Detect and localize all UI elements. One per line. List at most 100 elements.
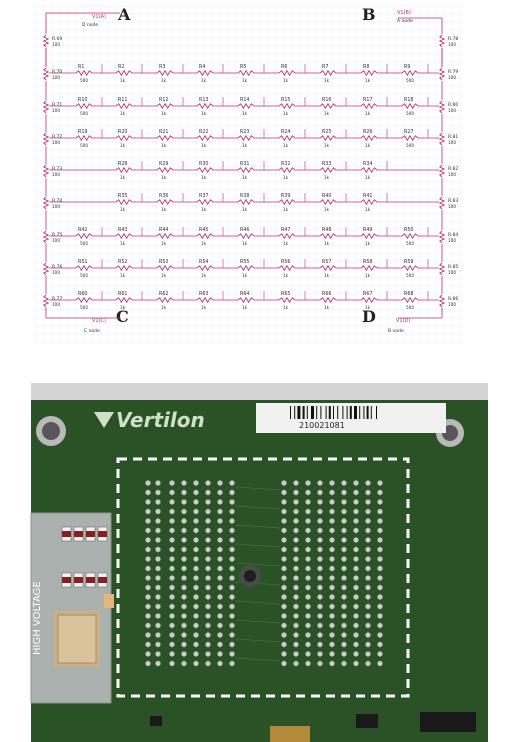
resistor-name: R1 — [78, 64, 84, 70]
pcb-trace — [235, 505, 281, 510]
resistor-name: R66 — [322, 291, 331, 297]
resistor-value: 1k — [283, 175, 289, 180]
vertilon-logo: Vertilon — [94, 408, 205, 432]
solder-pad — [145, 641, 151, 648]
solder-pad — [293, 518, 299, 524]
solder-pad — [229, 622, 235, 629]
side-resistor-name: R.82 — [448, 166, 458, 172]
solder-pad — [217, 508, 223, 515]
solder-pad — [155, 613, 161, 619]
solder-pad — [317, 565, 323, 572]
resistor-name: R58 — [363, 259, 372, 265]
net-label-b: V1(B) — [397, 10, 411, 16]
solder-pad — [341, 641, 347, 648]
resistor-value: 1k — [201, 78, 207, 83]
solder-pad — [205, 641, 211, 648]
solder-pad — [181, 660, 187, 667]
solder-pad — [377, 489, 383, 496]
resistor-value: 1k — [161, 111, 167, 116]
solder-pad — [205, 537, 211, 543]
solder-pad — [229, 613, 235, 619]
solder-pad — [145, 546, 151, 553]
resistor-name: R38 — [240, 193, 249, 199]
resistor-value: 1k — [283, 207, 289, 212]
solder-pad — [169, 508, 175, 515]
solder-pad — [293, 660, 299, 667]
solder-pad — [305, 613, 311, 619]
solder-pad — [145, 565, 151, 572]
solder-pad — [305, 594, 311, 600]
solder-pad — [145, 556, 151, 562]
resistor-value: 500 — [80, 305, 88, 310]
solder-pad — [205, 603, 211, 610]
resistor-name: R39 — [281, 193, 290, 199]
resistor-value: 1k — [120, 175, 126, 180]
solder-pad — [377, 613, 383, 619]
resistor-name: R9 — [404, 64, 410, 70]
solder-pad — [305, 603, 311, 610]
side-resistor-value: 100 — [448, 270, 456, 275]
solder-pad — [305, 480, 311, 486]
solder-pad — [205, 632, 211, 638]
resistor-value: 1k — [161, 143, 167, 148]
solder-pad — [169, 527, 175, 534]
resistor-value: 500 — [406, 143, 414, 148]
side-resistor-name: R.79 — [448, 69, 458, 75]
solder-pad — [193, 594, 199, 600]
corner-label-b: B — [362, 5, 376, 24]
side-resistor-name: R.77 — [52, 296, 62, 302]
solder-pad — [155, 594, 161, 600]
node-label-d: B node — [388, 328, 404, 334]
solder-pad — [341, 537, 347, 543]
solder-pad — [365, 480, 371, 486]
solder-pad — [365, 518, 371, 524]
resistor-value: 1k — [283, 273, 289, 278]
resistor-name: R35 — [118, 193, 127, 199]
solder-pad — [229, 537, 235, 543]
solder-pad — [305, 565, 311, 572]
solder-pad — [353, 565, 359, 572]
solder-pad — [305, 641, 311, 648]
solder-pad — [365, 603, 371, 610]
solder-pad — [365, 632, 371, 638]
resistor-r38: R38 1k — [237, 193, 265, 212]
solder-pad — [155, 584, 161, 591]
solder-pad — [353, 651, 359, 657]
pcb-trace — [235, 562, 281, 567]
resistor-name: R36 — [159, 193, 168, 199]
solder-pad — [145, 613, 151, 619]
solder-pad — [169, 565, 175, 572]
resistor-r39: R39 1k — [278, 193, 306, 212]
side-resistor-value: 100 — [448, 108, 456, 113]
resistor-value: 500 — [80, 111, 88, 116]
solder-pad — [169, 575, 175, 581]
pcb-photo: Vertilon 210021081 HIGH VOLTAGE — [0, 380, 516, 742]
resistor-name: R45 — [199, 227, 208, 233]
solder-pad — [365, 489, 371, 496]
resistor-value: 1k — [242, 78, 248, 83]
solder-pad — [353, 527, 359, 534]
solder-pad — [155, 660, 161, 667]
solder-pad — [217, 565, 223, 572]
solder-pad — [377, 632, 383, 638]
solder-pad — [377, 651, 383, 657]
resistor-value: 1k — [242, 207, 248, 212]
solder-pad — [341, 603, 347, 610]
solder-pad — [193, 489, 199, 496]
solder-pad — [377, 518, 383, 524]
resistor-value: 500 — [406, 273, 414, 278]
solder-pad — [281, 537, 287, 543]
solder-pad — [193, 565, 199, 572]
solder-pad — [145, 622, 151, 629]
solder-pad — [317, 556, 323, 562]
resistor-name: R49 — [363, 227, 372, 233]
solder-pad — [365, 565, 371, 572]
